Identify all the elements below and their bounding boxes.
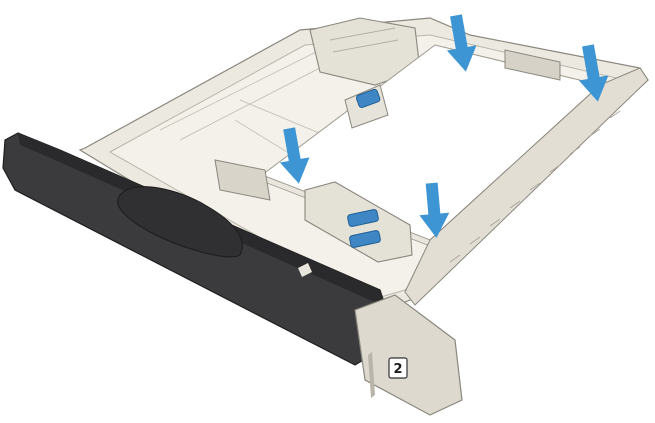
tray-end-cap [354,294,463,416]
tray-handle-recess [117,186,243,258]
press-down-arrow-front-left [279,127,310,184]
press-down-arrow-back-left [446,14,477,72]
left-side-guide [214,159,271,201]
rear-length-guide-detail [329,27,399,53]
guide-tab-icon [349,230,381,248]
press-down-arrow-icon [578,44,609,102]
tray-latch-indicator [298,263,312,277]
press-down-arrow-icon [446,14,477,72]
press-down-arrow-back-right [578,44,609,102]
press-down-arrow-icon [419,182,450,238]
rear-right-guide [504,49,561,81]
tray-right-wall-ribs [449,110,621,263]
tray-rail [159,44,361,161]
press-down-arrow-front-right [419,182,450,238]
tray-number-badge: 2 [388,357,408,379]
guide-tab-icon [347,209,379,227]
press-down-arrow-icon [279,127,310,184]
guide-tab-icon [355,88,381,108]
tray-end-cap-slot [368,352,375,398]
tray-number-label: 2 [393,362,402,377]
